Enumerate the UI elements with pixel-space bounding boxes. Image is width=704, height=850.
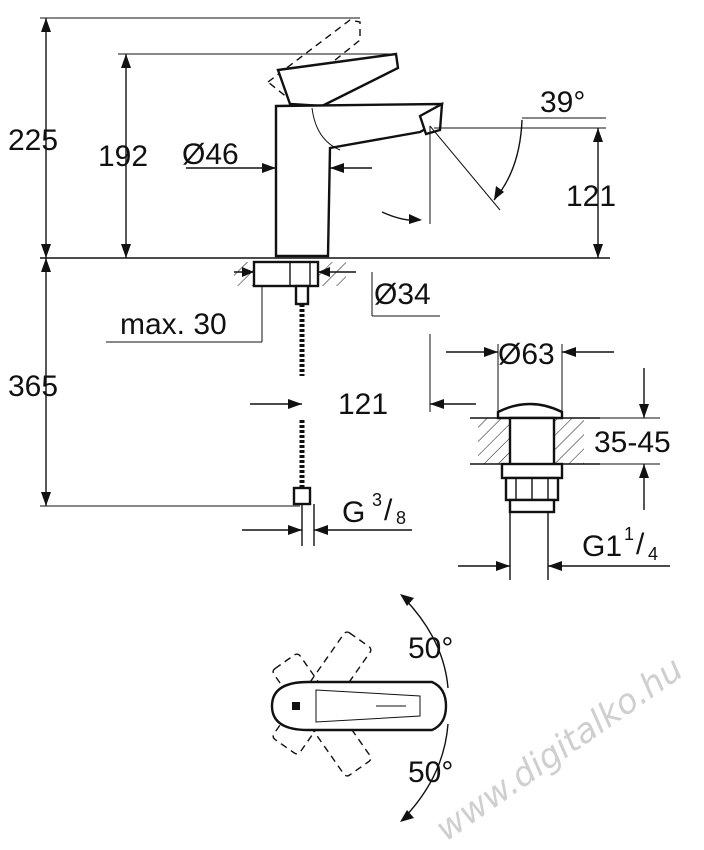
label-g114-slash: / [636,528,645,561]
label-height-192: 192 [98,140,148,173]
popup-waste-view [446,344,670,580]
top-view-marker [292,702,300,710]
label-height-121: 121 [566,180,616,213]
label-g114-main: G1 [582,530,622,563]
top-view-lever [315,689,421,723]
faucet-top-view [270,594,449,822]
label-diameter-63: Ø63 [498,338,555,371]
lever-swing-outline-down [272,653,372,777]
body-detail-curve [311,107,341,151]
threaded-rod [294,284,310,306]
dimension-lines [40,17,606,535]
label-g114-numerator: 1 [624,524,634,544]
waste-thread [508,498,556,514]
label-height-365: 365 [8,370,58,403]
label-max-30: max. 30 [120,308,227,341]
label-angle-50-top: 50° [408,632,453,665]
faucet-body [274,102,444,258]
label-width-121: 121 [338,388,388,421]
label-range-35-45: 35-45 [594,426,671,459]
faucet-side-view [40,19,610,546]
label-g38-numerator: 3 [372,490,382,510]
lever-raised-outline [266,19,361,99]
waste-cap [496,402,564,420]
lever-handle [276,52,400,108]
waste-nut [500,462,564,480]
label-g38-denominator: 8 [396,508,406,528]
label-diameter-34: Ø34 [374,278,431,311]
label-g38-slash: / [384,494,393,527]
label-diameter-46: Ø46 [182,138,239,171]
label-height-225: 225 [8,124,58,157]
lever-swing-outline-up [272,631,372,755]
label-angle-39: 39° [540,86,585,119]
label-g114-denominator: 4 [648,544,658,564]
label-g38-main: G [342,496,365,529]
mounting-nut [252,260,320,288]
watermark-text: www.digitalko.hu [428,649,690,849]
spout-aerator [418,101,444,136]
dimension-labels: 225 192 Ø46 39° 121 Ø34 max. 30 365 121 … [8,86,671,789]
hose-fitting [292,486,312,506]
label-angle-50-bottom: 50° [408,756,453,789]
